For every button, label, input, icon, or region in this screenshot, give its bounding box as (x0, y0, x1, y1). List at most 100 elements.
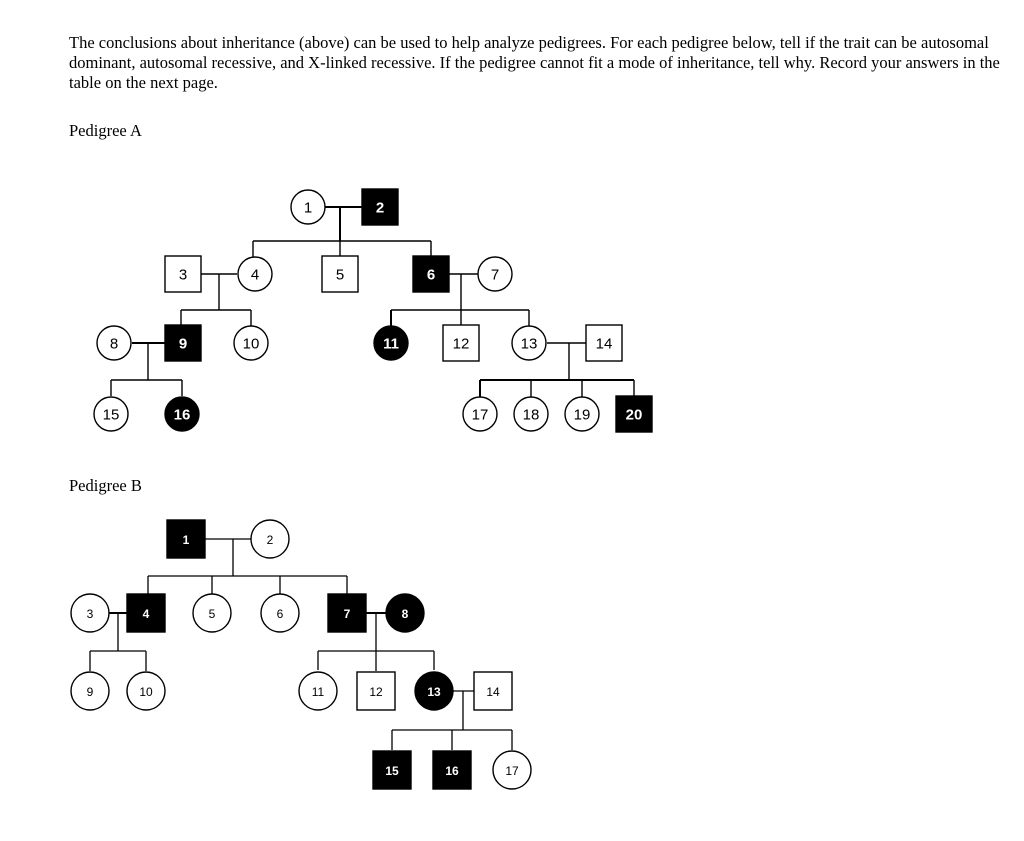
individual-number-label: 5 (336, 267, 344, 284)
individual-number-label: 6 (427, 267, 435, 284)
pedigree-a-title: Pedigree A (69, 121, 142, 140)
pedigree-a-individual-7: 7 (477, 256, 513, 292)
pedigree-b-individual-10: 10 (126, 671, 166, 711)
individual-number-label: 2 (376, 200, 384, 217)
male-square-symbol (164, 255, 202, 293)
pedigree-a-lines (110, 206, 635, 398)
individual-number-label: 18 (523, 407, 540, 424)
individual-number-label: 10 (139, 685, 153, 699)
male-square-symbol (321, 255, 359, 293)
pedigree-a-individual-4: 4 (237, 256, 273, 292)
individual-number-label: 8 (110, 336, 118, 353)
individual-number-label: 16 (445, 764, 459, 778)
individual-number-label: 10 (243, 336, 260, 353)
individual-number-label: 19 (574, 407, 591, 424)
individual-number-label: 7 (344, 607, 351, 621)
female-circle-symbol (260, 593, 300, 633)
individual-number-label: 3 (179, 267, 187, 284)
pedigree-b-individual-11: 11 (298, 671, 338, 711)
female-circle-symbol (93, 396, 129, 432)
pedigree-b-individual-3: 3 (70, 593, 110, 633)
pedigree-b-individual-2: 2 (250, 519, 290, 559)
pedigree-b-individual-4: 4 (126, 593, 166, 633)
pedigree-b-title: Pedigree B (69, 476, 142, 495)
pedigree-a-individual-12: 12 (442, 324, 480, 362)
individual-number-label: 1 (304, 200, 312, 217)
individual-number-label: 20 (626, 407, 643, 424)
pedigree-a-individual-11: 11 (373, 325, 409, 361)
male-square-symbol (412, 255, 450, 293)
male-square-symbol (361, 188, 399, 226)
pedigree-b-individual-14: 14 (473, 671, 513, 711)
individual-number-label: 12 (369, 685, 383, 699)
individual-number-label: 4 (143, 607, 150, 621)
individual-number-label: 16 (174, 407, 191, 424)
female-circle-symbol (298, 671, 338, 711)
pedigree-b-individual-15: 15 (372, 750, 412, 790)
pedigree-a-individual-3: 3 (164, 255, 202, 293)
female-circle-symbol (492, 750, 532, 790)
pedigree-a-individual-1: 1 (290, 189, 326, 225)
pedigree-b-individual-9: 9 (70, 671, 110, 711)
female-circle-symbol (462, 396, 498, 432)
male-square-symbol (473, 671, 513, 711)
pedigree-a-individual-14: 14 (585, 324, 623, 362)
female-circle-symbol (250, 519, 290, 559)
individual-number-label: 4 (251, 267, 259, 284)
individual-number-label: 11 (383, 336, 399, 353)
pedigree-b-individual-6: 6 (260, 593, 300, 633)
male-square-symbol (372, 750, 412, 790)
individual-number-label: 13 (427, 685, 441, 699)
female-circle-symbol (373, 325, 409, 361)
individual-number-label: 9 (87, 685, 94, 699)
male-square-symbol (585, 324, 623, 362)
individual-number-label: 17 (505, 764, 519, 778)
pedigree-b-individual-16: 16 (432, 750, 472, 790)
individual-number-label: 15 (103, 407, 120, 424)
female-circle-symbol (70, 671, 110, 711)
pedigree-a-individual-15: 15 (93, 396, 129, 432)
pedigree-b-individual-1: 1 (166, 519, 206, 559)
pedigree-a-individual-5: 5 (321, 255, 359, 293)
female-circle-symbol (233, 325, 269, 361)
female-circle-symbol (513, 396, 549, 432)
pedigree-a-individual-13: 13 (511, 325, 547, 361)
male-square-symbol (356, 671, 396, 711)
female-circle-symbol (385, 593, 425, 633)
individual-number-label: 8 (402, 607, 409, 621)
pedigree-a-individual-6: 6 (412, 255, 450, 293)
pedigree-a-individual-18: 18 (513, 396, 549, 432)
pedigree-a-individual-16: 16 (164, 396, 200, 432)
female-circle-symbol (414, 671, 454, 711)
instructions-text: The conclusions about inheritance (above… (69, 33, 1000, 92)
individual-number-label: 13 (521, 336, 538, 353)
pedigree-b-lines (89, 538, 513, 750)
female-circle-symbol (511, 325, 547, 361)
individual-number-label: 2 (267, 533, 274, 547)
individual-number-label: 5 (209, 607, 216, 621)
pedigree-b-individual-5: 5 (192, 593, 232, 633)
female-circle-symbol (237, 256, 273, 292)
pedigree-b-individual-8: 8 (385, 593, 425, 633)
pedigree-a-individual-2: 2 (361, 188, 399, 226)
female-circle-symbol (477, 256, 513, 292)
female-circle-symbol (70, 593, 110, 633)
male-square-symbol (126, 593, 166, 633)
individual-number-label: 9 (179, 336, 187, 353)
pedigree-a-individual-20: 20 (615, 395, 653, 433)
female-circle-symbol (564, 396, 600, 432)
pedigree-b-individual-17: 17 (492, 750, 532, 790)
female-circle-symbol (192, 593, 232, 633)
male-square-symbol (615, 395, 653, 433)
individual-number-label: 15 (385, 764, 399, 778)
female-circle-symbol (290, 189, 326, 225)
pedigree-a-individual-17: 17 (462, 396, 498, 432)
male-square-symbol (442, 324, 480, 362)
pedigree-b-individual-7: 7 (327, 593, 367, 633)
individual-number-label: 14 (486, 685, 500, 699)
male-square-symbol (432, 750, 472, 790)
